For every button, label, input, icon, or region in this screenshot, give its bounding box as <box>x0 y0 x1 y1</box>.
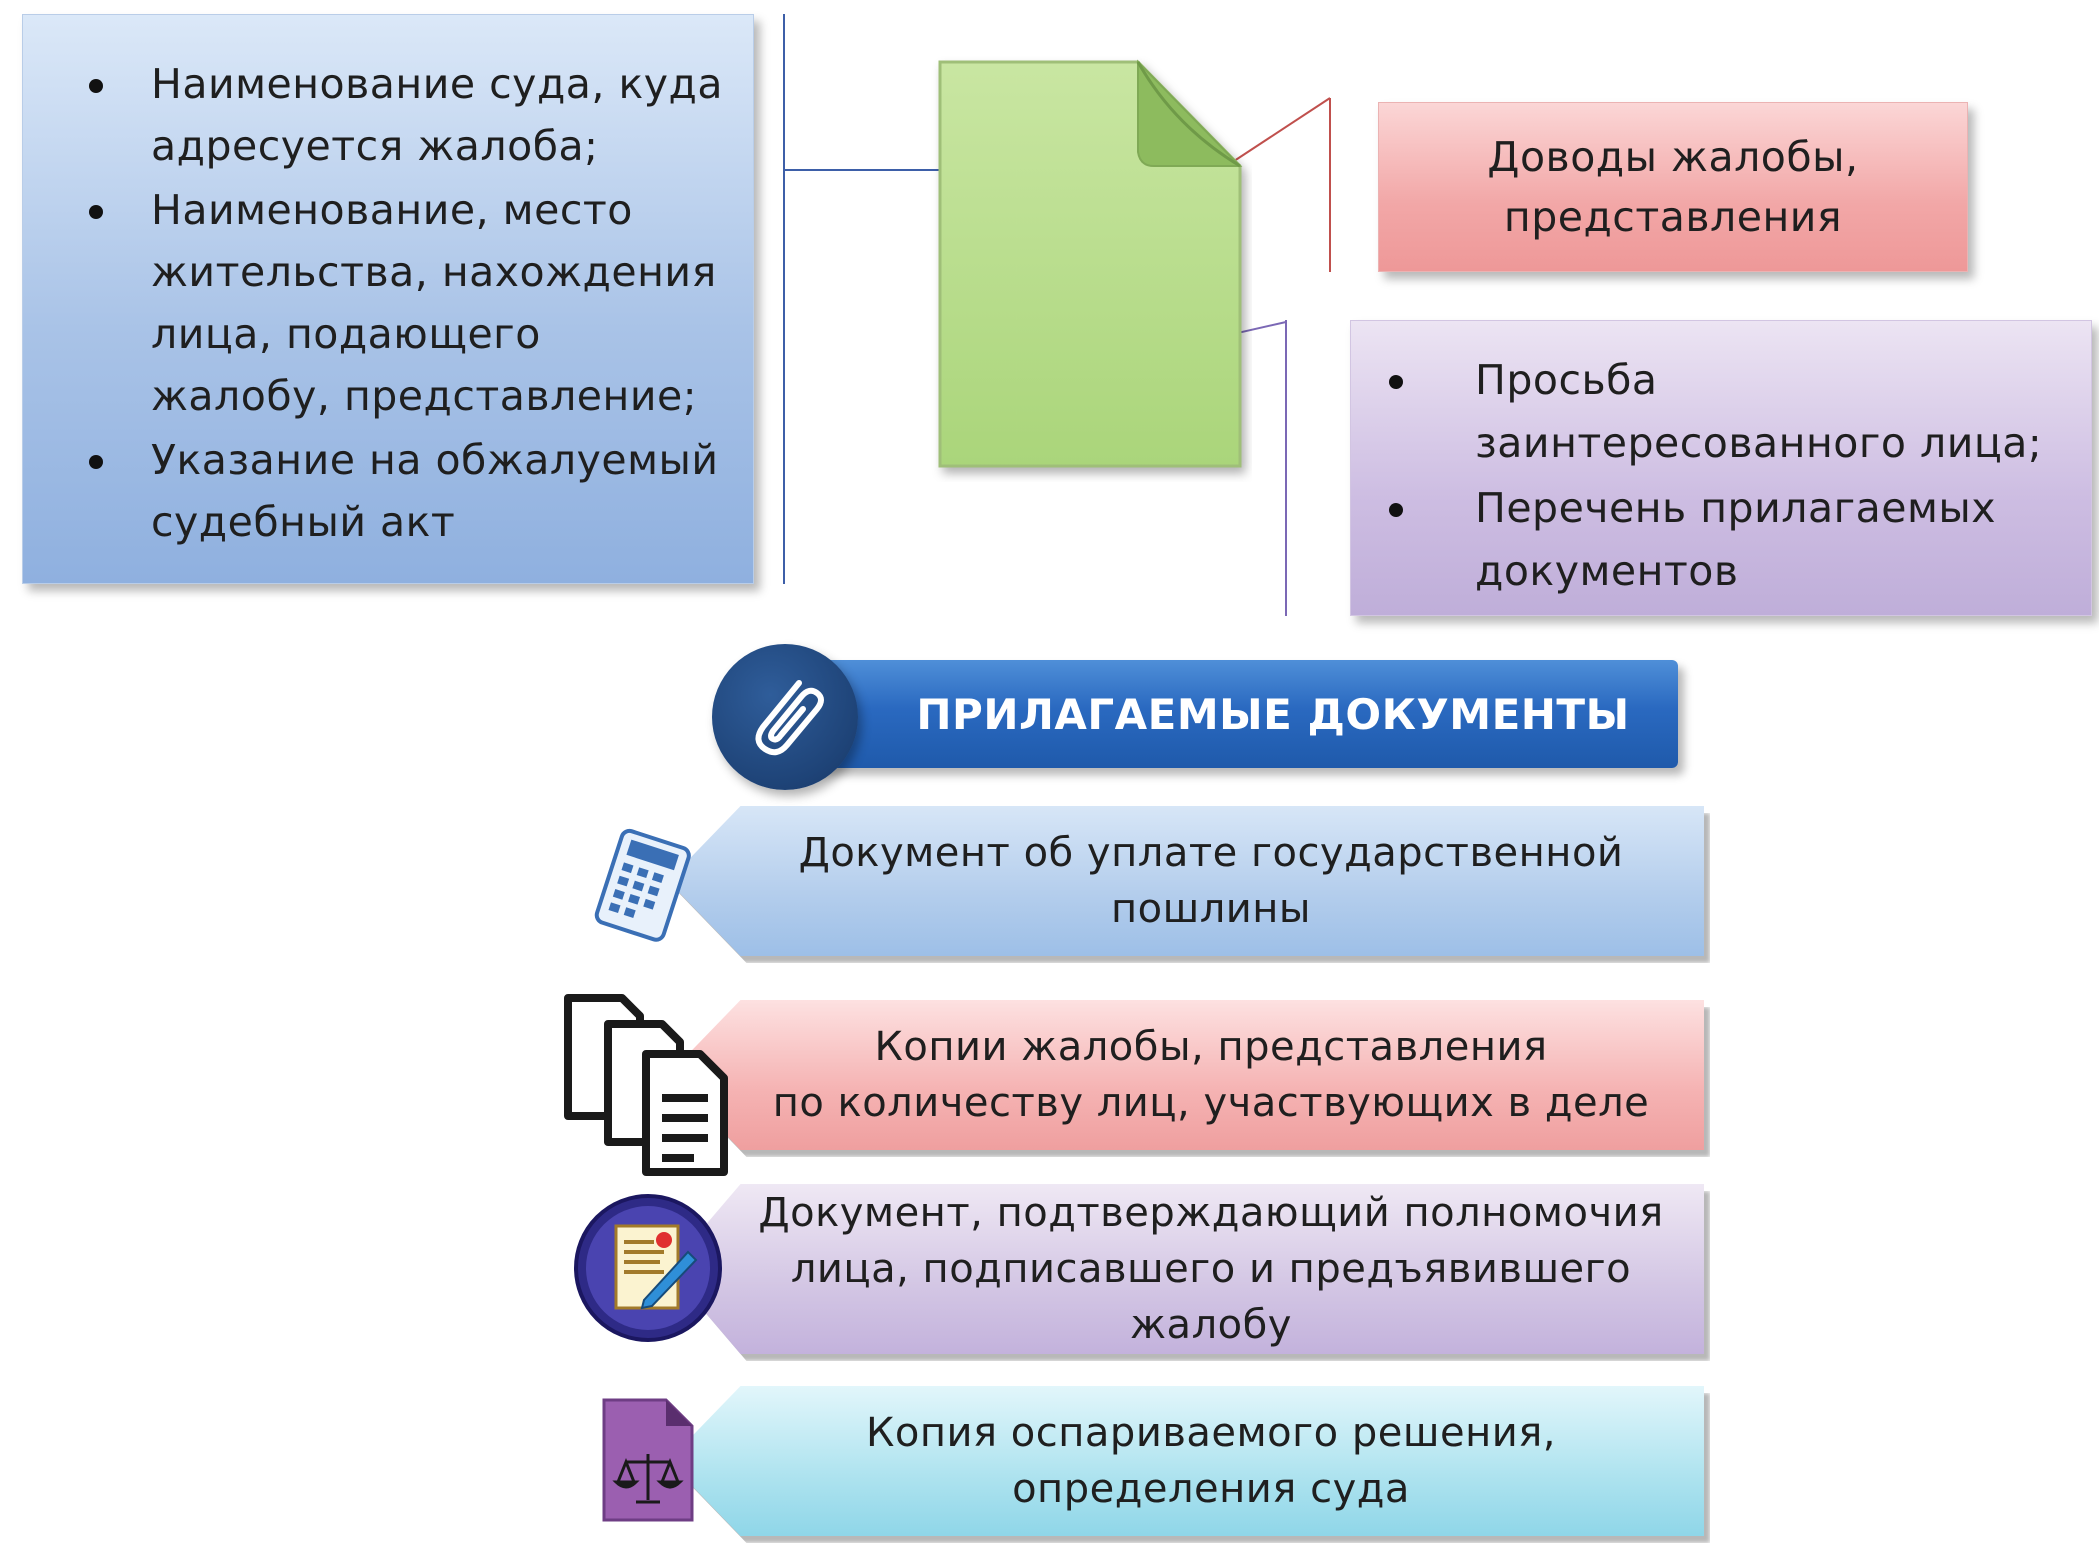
item-line: определения суда <box>1012 1466 1410 1512</box>
paperclip-badge <box>712 644 858 790</box>
arguments-box: Доводы жалобы, представления <box>1378 102 1968 272</box>
attachment-decision-copy: Копия оспариваемого решения, определения… <box>668 1386 1704 1536</box>
request-box: Просьба заинтересованного лица; Перечень… <box>1350 320 2092 616</box>
arguments-line1: Доводы жалобы, <box>1487 133 1859 181</box>
item-line: по количеству лиц, участвующих в деле <box>772 1080 1650 1126</box>
item-line: Документ об уплате государственной <box>798 830 1624 876</box>
banner-title: ПРИЛАГАЕМЫЕ ДОКУМЕНТЫ <box>916 689 1630 739</box>
attachment-authority-document: Документ, подтверждающий полномочия лица… <box>668 1184 1704 1354</box>
item-line: Копия оспариваемого решения, <box>866 1410 1556 1456</box>
list-item: Наименование, место жительства, нахожден… <box>63 179 723 427</box>
attachment-copies: Копии жалобы, представления по количеств… <box>668 1000 1704 1150</box>
document-icon <box>938 59 1243 468</box>
copies-icon <box>564 994 728 1176</box>
list-item: Перечень прилагаемых документов <box>1371 477 2071 603</box>
item-line: жалобу <box>1130 1302 1292 1348</box>
item-line: лица, подписавшего и предъявившего <box>790 1246 1632 1292</box>
list-item: Наименование суда, куда адресуется жалоб… <box>63 53 723 177</box>
receipt-icon <box>594 828 691 942</box>
item-line: пошлины <box>1110 886 1311 932</box>
attachments-banner: ПРИЛАГАЕМЫЕ ДОКУМЕНТЫ <box>808 660 1678 768</box>
arguments-line2: представления <box>1503 193 1843 241</box>
requirements-box: Наименование суда, куда адресуется жалоб… <box>22 14 754 584</box>
item-line: Документ, подтверждающий полномочия <box>758 1190 1664 1236</box>
requirements-list: Наименование суда, куда адресуется жалоб… <box>63 53 723 553</box>
request-list: Просьба заинтересованного лица; Перечень… <box>1371 349 2071 603</box>
item-line: Копии жалобы, представления <box>874 1024 1548 1070</box>
list-item: Указание на обжалуемый судебный акт <box>63 429 723 553</box>
attachment-fee-document: Документ об уплате государственной пошли… <box>668 806 1704 956</box>
certificate-icon <box>574 1194 722 1342</box>
list-item: Просьба заинтересованного лица; <box>1371 349 2071 475</box>
scales-file-icon <box>602 1398 694 1522</box>
paperclip-icon <box>755 680 824 756</box>
